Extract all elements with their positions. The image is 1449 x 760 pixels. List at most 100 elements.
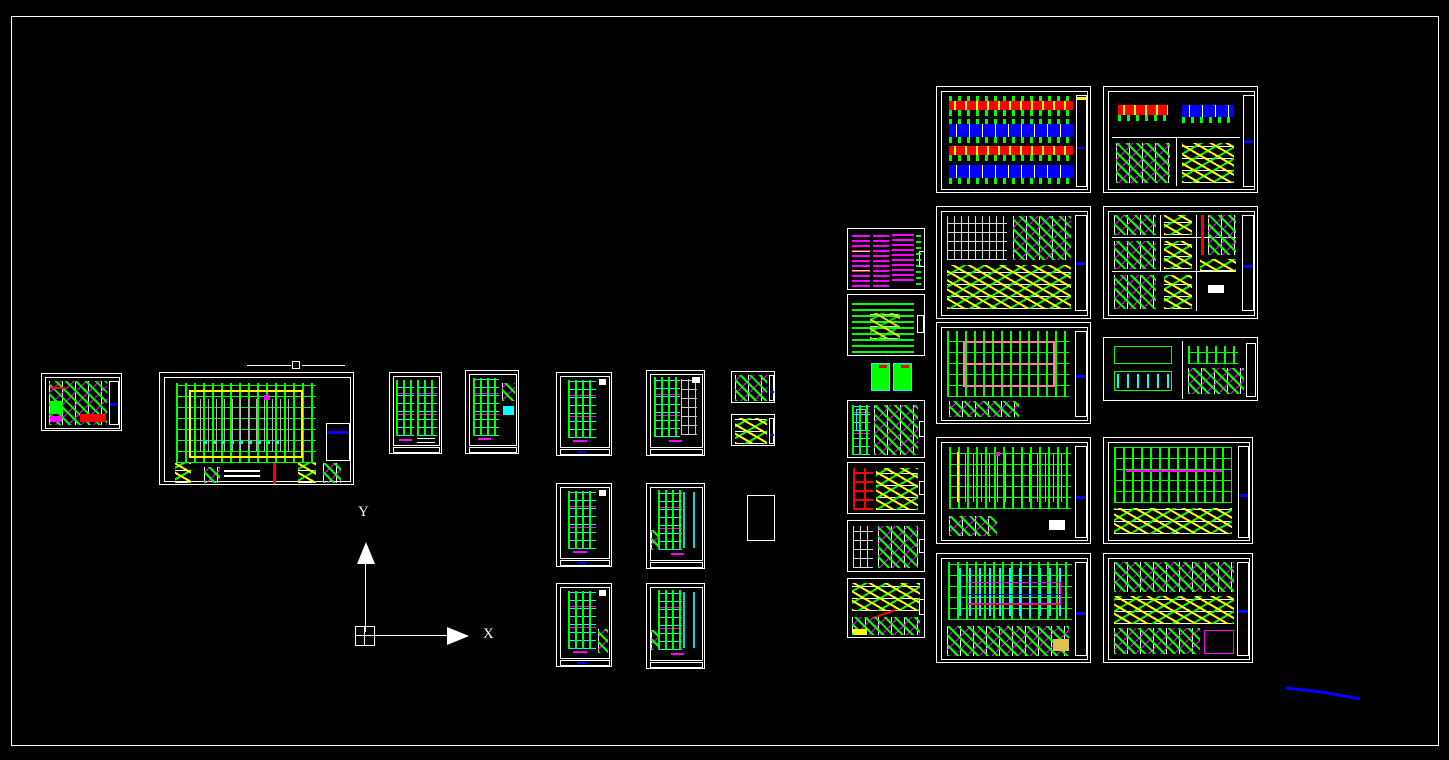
sheet-misc-detail-sheet[interactable] [847,578,925,638]
sheet-purlin-layout-plan[interactable] [936,553,1091,663]
drawing-geometry [735,418,767,444]
sheet-main-foundation-plan[interactable] [159,372,354,485]
title-block-highlight [1243,265,1253,268]
sheet-grid-detail-sheet[interactable] [847,520,925,572]
title-block-highlight [770,434,774,436]
sheet-truss-detail-sheet[interactable] [1103,437,1253,544]
sheet-column-plan-level-3[interactable] [556,583,612,667]
sheet-beam-plan-level-3[interactable] [646,583,705,669]
sheet-column-plan-level-2[interactable] [556,483,612,567]
sheet-inner-border [1108,211,1255,316]
title-block [919,421,924,437]
sheet-two-small-elevations[interactable] [871,363,913,391]
magenta-marker [264,395,270,400]
sheet-elevation-pair-sheet[interactable] [1103,337,1258,401]
structural-grid [568,591,596,649]
title-block [919,481,924,495]
title-block [917,315,924,333]
sheet-beam-plan-level-2[interactable] [646,483,705,569]
stirrup-row-bot-4 [949,178,1073,184]
red-section-line [273,463,276,484]
panel-divider-h2 [1112,271,1236,272]
title-block [769,418,774,444]
sheet-beam-plan-level-1[interactable] [646,370,705,456]
panel-divider-h1 [1112,237,1236,238]
detail-cell-9 [1208,285,1224,293]
title-block-highlight [1076,375,1086,378]
title-block-highlight [327,431,349,434]
sheet-foundation-detail-sheet[interactable] [936,206,1091,319]
title-block [560,560,610,566]
sheet-thumb-detail-lower[interactable] [731,414,775,446]
corner-marker [599,379,606,385]
side-detail [502,383,515,401]
node-detail-row [947,626,1069,656]
title-block [1242,215,1254,311]
green-fill-region [50,401,63,414]
cyan-accents [204,441,284,444]
sheet-detail-sheet-left-small[interactable] [41,373,122,431]
structural-grid [658,590,682,650]
magenta-zone-outline [967,582,1061,604]
detail-cell-8 [1164,275,1192,309]
viewport-frame [11,16,1439,746]
detail-group-bottom [947,265,1071,309]
sheet-roof-framing-plan[interactable] [936,437,1091,544]
yellow-fill [853,629,867,635]
sheet-inner-border [650,587,703,661]
sheet-inner-border [560,487,610,559]
title-block [469,447,517,453]
panel-divider-v1 [1160,215,1161,271]
title-block [1075,446,1087,538]
ucs-x-label: X [483,626,494,642]
cyan-legend-box [503,406,514,415]
title-block [1075,562,1087,656]
detail-cell-1 [1114,215,1156,235]
ucs-x-axis-line [375,635,447,636]
empty-rectangle-entity[interactable] [747,495,775,541]
sheet-inner-border [941,442,1088,541]
secondary-grid [681,379,697,435]
magenta-title-underline [573,551,587,553]
sheet-rebar-section-sheet[interactable] [1103,86,1258,193]
side-detail [651,530,659,550]
sheet-framing-plan-a[interactable] [389,372,442,454]
title-block [919,539,924,553]
elevation-box-left [871,363,890,391]
sheet-stair-detail-sheet[interactable] [847,400,925,458]
side-detail [651,630,659,650]
sheet-slab-plan-sheet[interactable] [936,322,1091,424]
stirrup-row-top-2 [949,119,1073,124]
title-block [919,251,924,267]
title-block-highlight [1076,612,1086,615]
sheet-rebar-elevation-sheet[interactable] [936,86,1091,193]
stirrups-right [1182,117,1234,123]
sheet-specification-notes-sheet[interactable] [847,228,925,290]
red-frame-region [853,468,873,510]
title-block [1075,331,1087,417]
title-block [560,660,610,666]
magenta-title-underline [399,439,412,441]
sheet-thumb-detail-upper[interactable] [731,371,775,403]
sheet-column-plan-level-1[interactable] [556,372,612,456]
drawing-geometry [735,375,767,401]
node-detail-row-3 [1114,628,1200,654]
sheet-column-schedule-sheet[interactable] [1103,206,1258,319]
blue-polyline[interactable] [1282,678,1382,706]
rebar-band-blue-1 [949,124,1073,137]
sheet-green-notes-sheet[interactable] [847,294,925,356]
sheet-framing-plan-b[interactable] [465,370,519,454]
title-block [109,381,119,425]
grid-region [853,526,873,568]
title-block [1075,215,1087,311]
ucs-y-arrow-head [357,542,375,564]
sheet-connection-detail-sheet[interactable] [847,462,925,514]
title-block [650,449,703,455]
red-marker-right [901,365,909,368]
secondary-grid [683,592,698,648]
sheet-inner-border [1108,442,1250,541]
detail-callouts [949,401,1019,417]
magenta-schedule-box [1204,630,1234,654]
sheet-node-detail-sheet[interactable] [1103,553,1253,663]
